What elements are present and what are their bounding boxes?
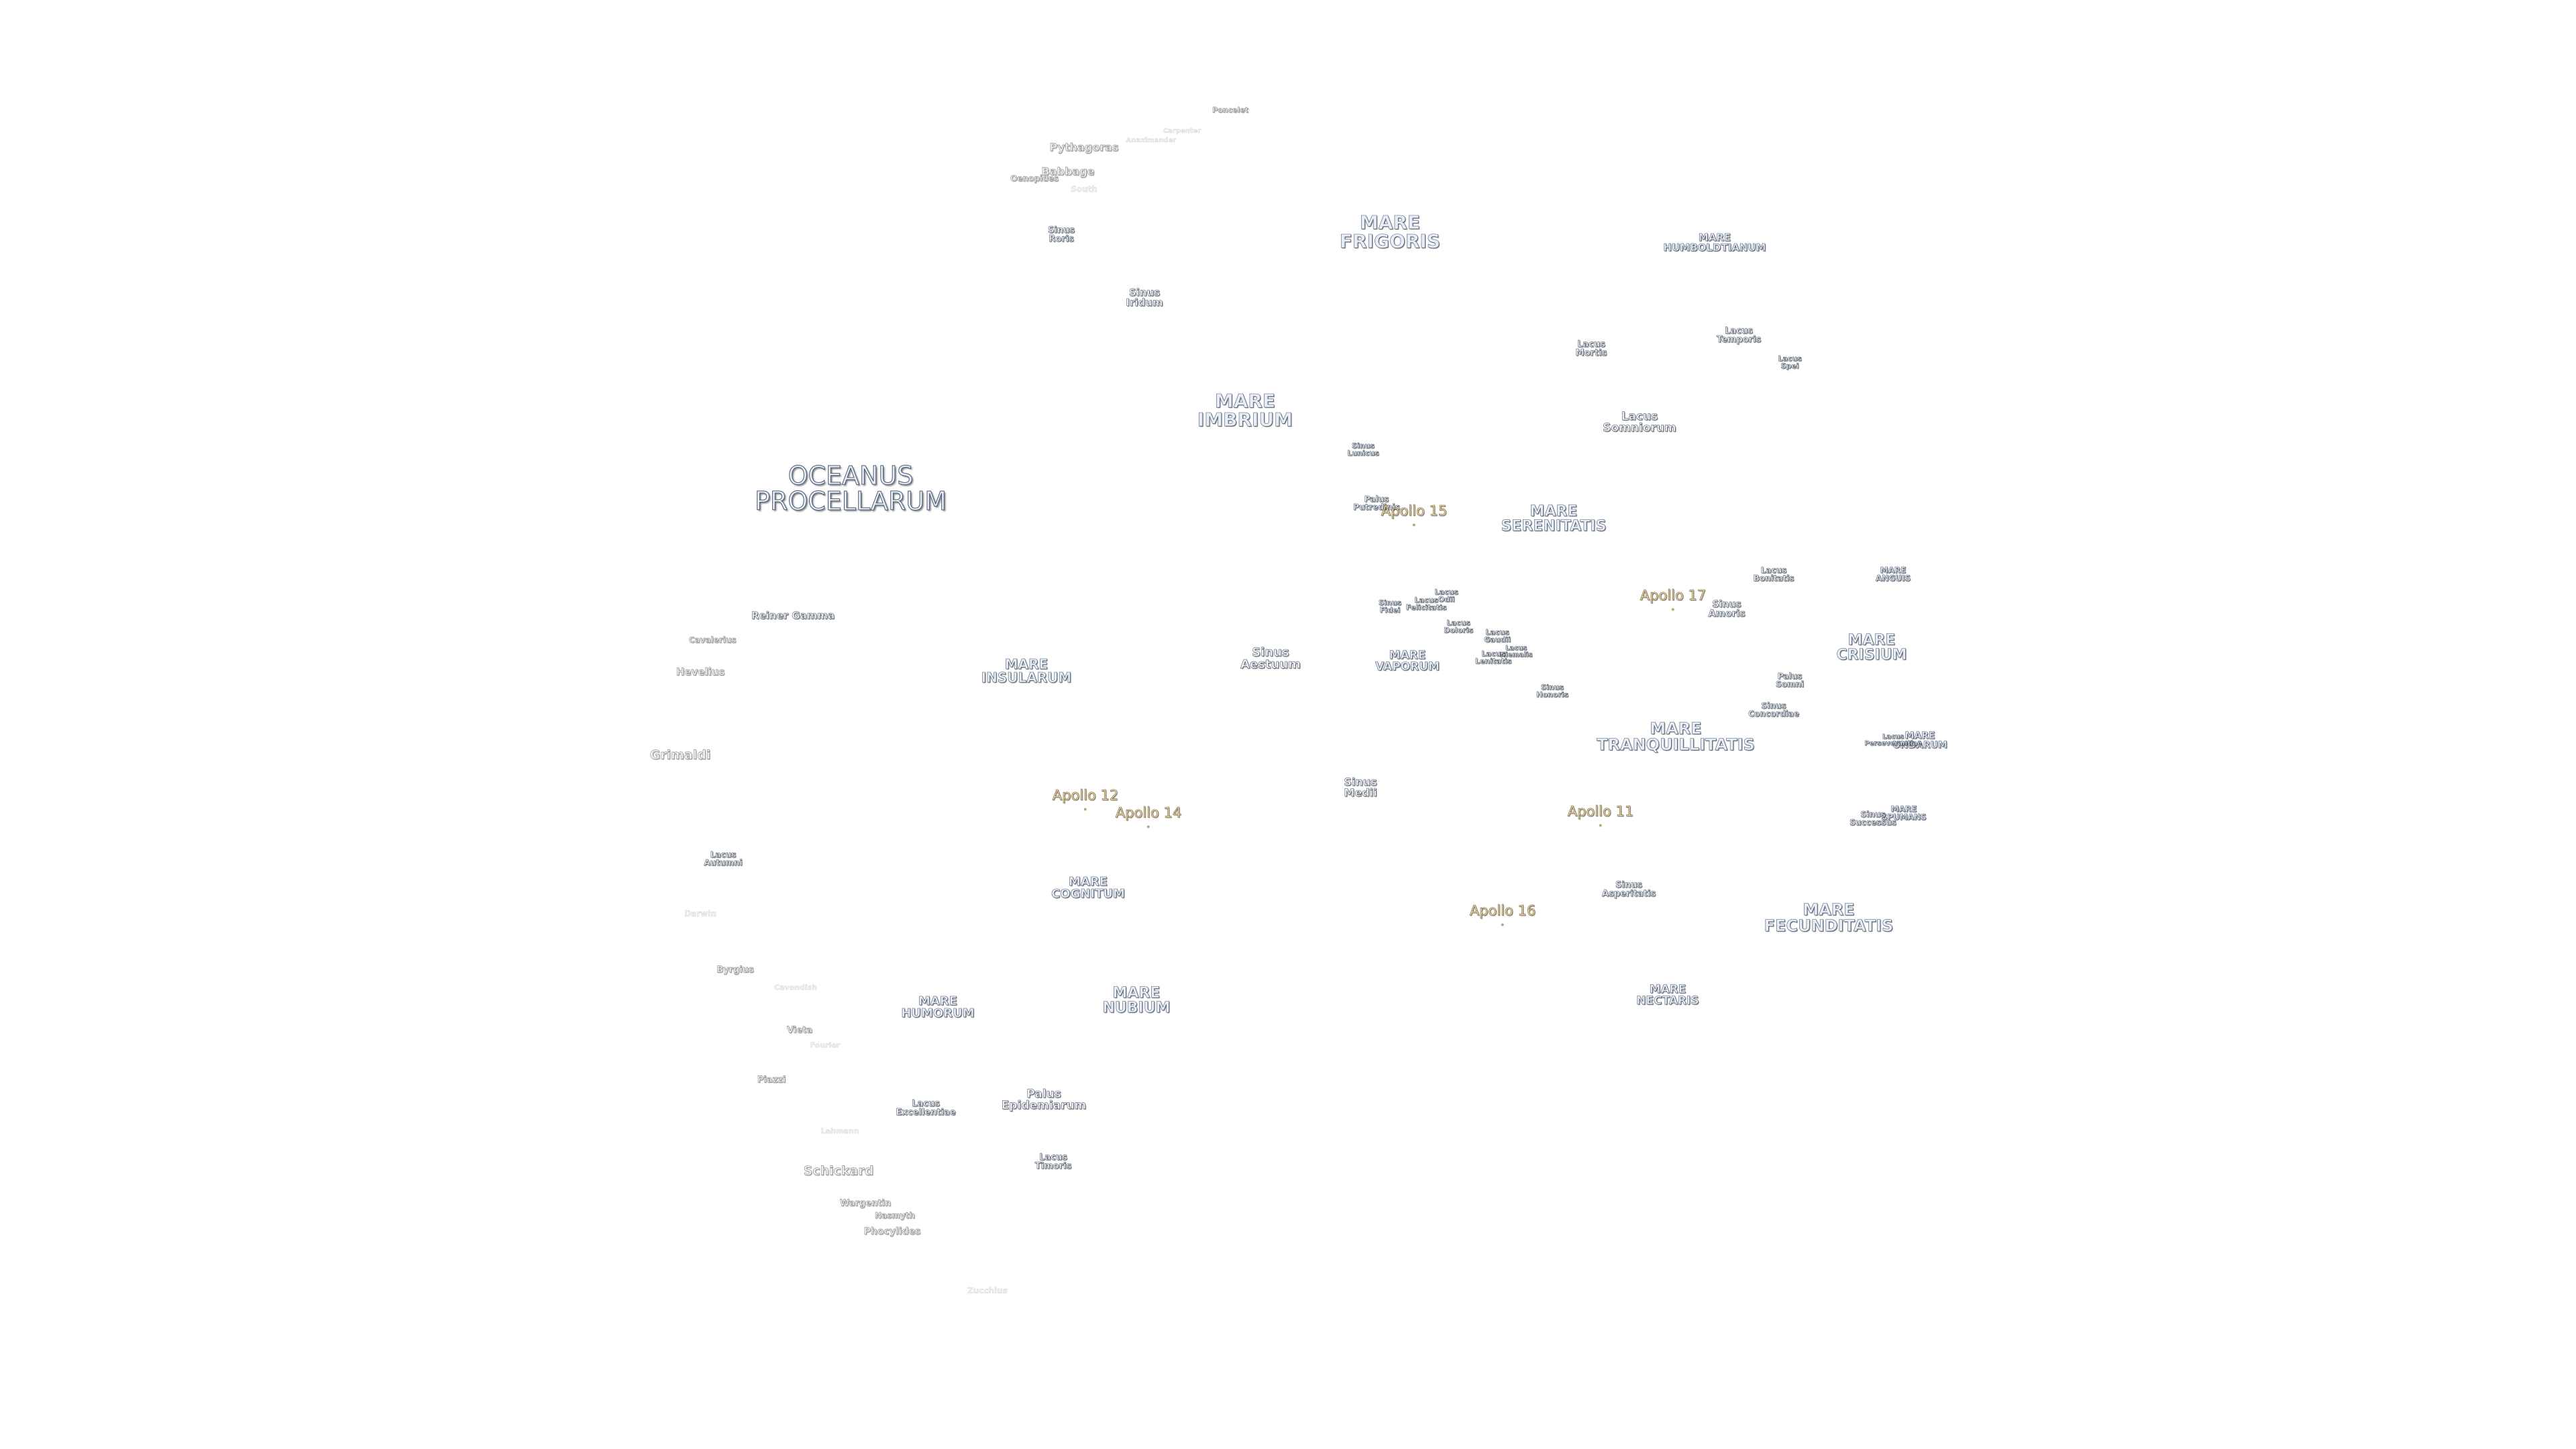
label-vieta[interactable]: Vieta [786,1025,813,1036]
label-grimaldi[interactable]: Grimaldi [649,747,711,763]
label-mare-frigoris[interactable]: MARE FRIGORIS [1339,211,1441,252]
label-lacus-temporis[interactable]: Lacus Temporis [1716,326,1762,345]
label-lacus-lenitatis[interactable]: Lacus Lenitatis [1474,649,1512,665]
label-apollo-12[interactable]: Apollo 12 [1052,787,1119,811]
label-mare-spumans[interactable]: MARE SPUMANS [1881,804,1927,822]
label-south[interactable]: South [1071,184,1097,194]
label-apollo-15[interactable]: Apollo 15 [1381,502,1448,527]
label-sinus-concordiae[interactable]: Sinus Concordiae [1748,701,1799,718]
label-sinus-iridum[interactable]: Sinus Iridum [1126,286,1163,309]
label-reiner-gamma[interactable]: Reiner Gamma [751,609,835,622]
label-mare-nectaris[interactable]: MARE NECTARIS [1636,983,1699,1008]
label-mare-cognitum[interactable]: MARE COGNITUM [1051,875,1125,901]
label-apollo-11[interactable]: Apollo 11 [1567,803,1634,827]
label-schickard[interactable]: Schickard [803,1163,874,1179]
label-sinus-medii[interactable]: Sinus Medii [1344,775,1377,799]
label-cavendish[interactable]: Cavendish [774,983,817,992]
label-lacus-spei[interactable]: Lacus Spei [1778,354,1802,370]
label-sinus-lunicus[interactable]: Sinus Lunicus [1347,441,1379,458]
label-lacus-gaudii[interactable]: Lacus Gaudii [1484,628,1511,644]
label-sinus-amoris[interactable]: Sinus Amoris [1708,599,1746,619]
label-nasmyth[interactable]: Nasmyth [875,1211,915,1220]
label-mare-serenitatis[interactable]: MARE SERENITATIS [1501,503,1607,535]
label-mare-fecunditatis[interactable]: MARE FECUNDITATIS [1764,900,1894,935]
label-mare-imbrium[interactable]: MARE IMBRIUM [1197,390,1293,431]
label-sinus-asperitatis[interactable]: Sinus Asperitatis [1601,880,1656,899]
label-poncelet[interactable]: Poncelet [1212,105,1248,115]
label-mare-tranquillitatis[interactable]: MARE TRANQUILLITATIS [1597,719,1755,754]
label-oceanus-procellarum[interactable]: OCEANUS PROCELLARUM [755,461,947,516]
label-hevelius[interactable]: Hevelius [676,665,725,678]
label-lacus-autumni[interactable]: Lacus Autumni [704,850,743,867]
label-mare-vaporum[interactable]: MARE VAPORUM [1375,649,1440,674]
label-carpenter[interactable]: Carpenter [1163,127,1201,135]
label-lacus-mortis[interactable]: Lacus Mortis [1575,339,1607,358]
label-lacus-bonitatis[interactable]: Lacus Bonitatis [1753,566,1794,583]
label-sinus-fidei[interactable]: Sinus Fidei [1379,598,1401,614]
label-palus-somni[interactable]: Palus Somni [1775,672,1805,689]
label-anaximander[interactable]: Anaximander [1126,137,1177,144]
label-darwin[interactable]: Darwin [684,909,716,918]
label-palus-putredinis[interactable]: Palus Putredinis [1353,494,1400,512]
label-babbage[interactable]: Babbage [1041,165,1095,178]
label-sinus-successus[interactable]: Sinus Successus [1849,810,1896,827]
label-sinus-aestuum[interactable]: Sinus Aestuum [1240,645,1301,672]
label-mare-undarum[interactable]: MARE UNDARUM [1892,731,1947,751]
label-apollo-16[interactable]: Apollo 16 [1469,902,1536,926]
label-mare-anguis[interactable]: MARE ANGUIS [1875,566,1911,583]
label-mare-humboldtianum[interactable]: MARE HUMBOLDTIANUM [1663,231,1766,254]
label-piazzi[interactable]: Piazzi [757,1075,786,1085]
label-lacus-felicitatis[interactable]: Lacus Felicitatis [1405,596,1447,612]
label-oenopides[interactable]: Oenopides [1010,174,1059,183]
label-lacus-excellentiae[interactable]: Lacus Excellentiae [896,1099,956,1118]
label-wargentin[interactable]: Wargentin [839,1198,892,1209]
label-mare-crisium[interactable]: MARE CRISIUM [1836,632,1907,663]
label-byrgius[interactable]: Byrgius [716,965,754,975]
label-phocylides[interactable]: Phocylides [863,1226,921,1237]
label-lacus-perseverantiae[interactable]: Lacus Perseverantiae [1864,733,1922,747]
label-sinus-roris[interactable]: Sinus Roris [1047,225,1075,244]
label-sinus-honoris[interactable]: Sinus Honoris [1536,683,1568,699]
label-mare-humorum[interactable]: MARE HUMORUM [901,994,975,1020]
label-mare-nubium[interactable]: MARE NUBIUM [1102,985,1171,1016]
label-mare-insularum[interactable]: MARE INSULARUM [981,656,1072,686]
label-lacus-hiemalis[interactable]: Lacus Hiemalis [1499,645,1533,659]
label-zucchius[interactable]: Zucchius [967,1286,1008,1295]
label-lacus-timoris[interactable]: Lacus Timoris [1034,1152,1072,1171]
label-lacus-doloris[interactable]: Lacus Doloris [1444,619,1473,635]
label-lacus-odii[interactable]: Lacus Odii [1434,588,1458,604]
label-apollo-17[interactable]: Apollo 17 [1640,587,1707,611]
label-pythagoras[interactable]: Pythagoras [1049,141,1119,154]
label-lacus-somniorum[interactable]: Lacus Somniorum [1603,410,1676,435]
label-cavalerius[interactable]: Cavalerius [688,635,737,645]
label-fourier[interactable]: Fourier [810,1040,841,1050]
label-palus-epidemiarum[interactable]: Palus Epidemiarum [1001,1087,1087,1112]
label-apollo-14[interactable]: Apollo 14 [1115,804,1182,828]
label-lehmann[interactable]: Lehmann [820,1126,859,1136]
